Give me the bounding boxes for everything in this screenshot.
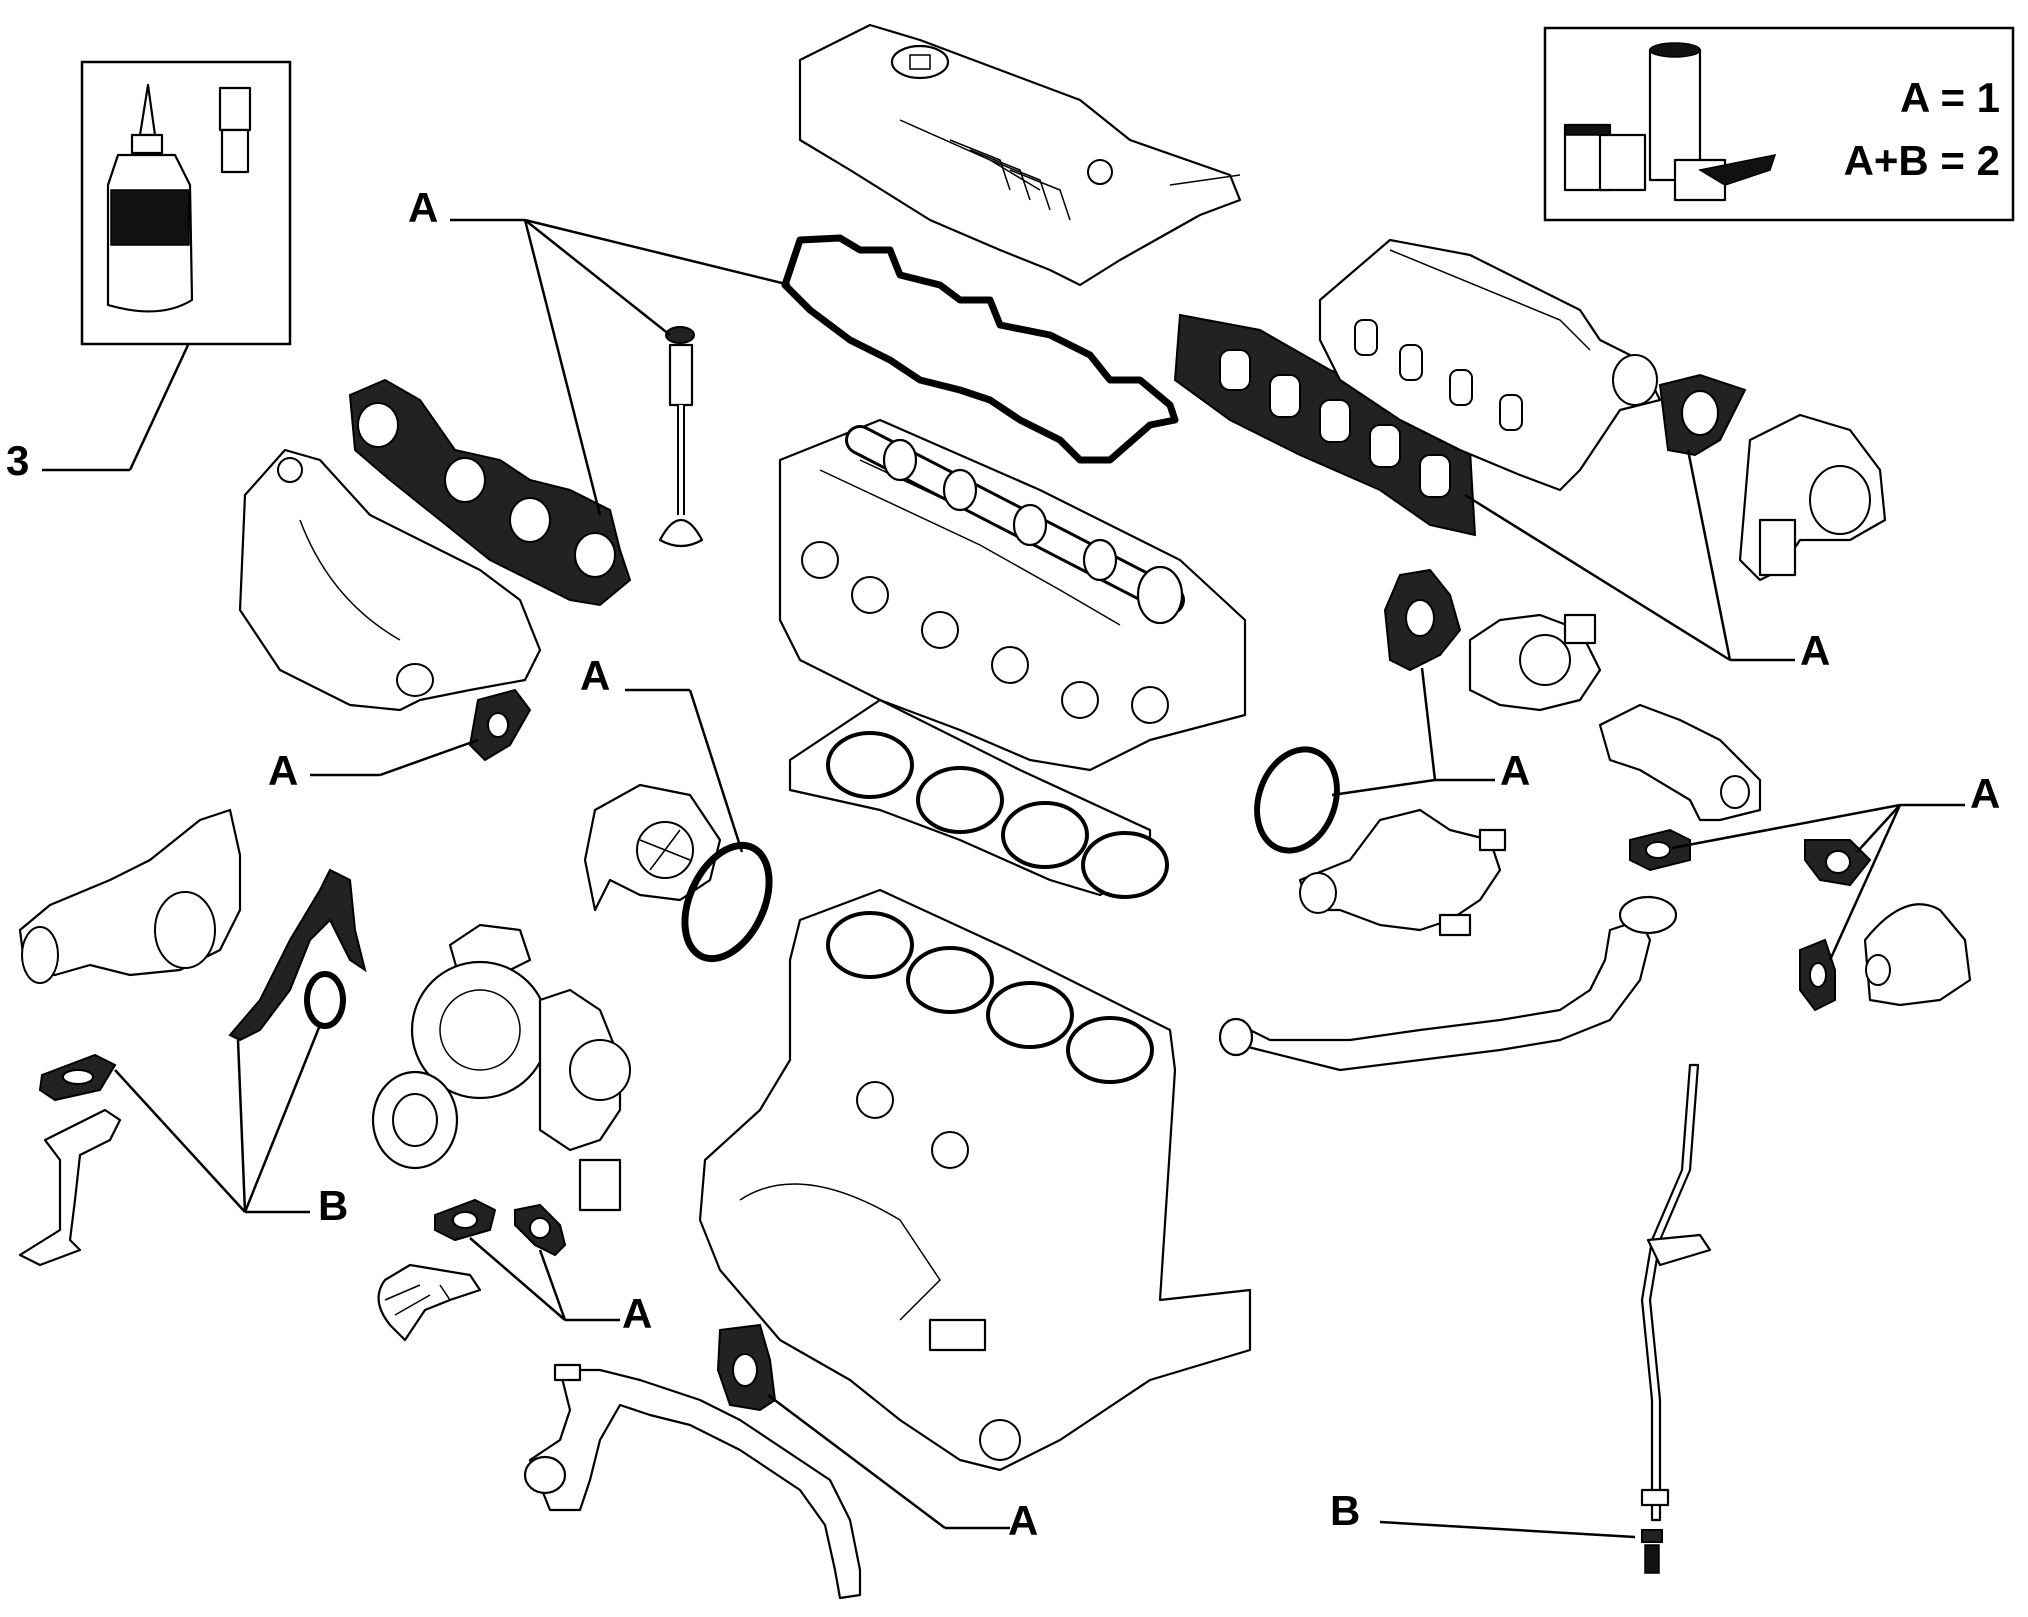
oil-pump-cover <box>18 808 242 984</box>
callout-sealant: 3 <box>6 437 29 484</box>
gasket-kit-icon <box>1563 42 1777 202</box>
egr-valve <box>1598 703 1762 822</box>
sealant-box: 3 <box>6 60 292 484</box>
legend-box: A = 1 A+B = 2 <box>1543 26 2015 222</box>
engine-block <box>698 888 1252 1472</box>
coolant-pipe <box>523 1363 862 1600</box>
callout-a-waterpump: A <box>580 652 610 699</box>
oil-pump-gasket <box>228 868 367 1042</box>
callout-b-left: B <box>318 1182 348 1229</box>
intake-manifold-gasket <box>1173 313 1477 537</box>
oil-dipstick-tube <box>1640 1063 1712 1522</box>
cylinder-head <box>778 418 1247 772</box>
thermostat-housing <box>1298 808 1507 937</box>
dipstick-plug <box>1641 1529 1663 1574</box>
rocker-cover <box>798 23 1242 287</box>
vacuum-pump <box>1468 613 1602 712</box>
callout-a-intake: A <box>1800 627 1830 674</box>
leader-lines <box>114 218 1965 1539</box>
callout-a-turbo: A <box>622 1290 652 1337</box>
egr-elbow <box>1863 903 1972 1007</box>
legend-line-1: A = 1 <box>1900 74 2000 121</box>
water-pump-o-ring <box>681 841 773 963</box>
egr-cooler-pipe <box>1218 895 1678 1072</box>
exhaust-manifold-gasket <box>348 378 632 607</box>
callout-a-top: A <box>408 184 438 231</box>
rocker-cover-gasket <box>781 234 1179 464</box>
callout-a-pipe: A <box>1008 1497 1038 1544</box>
legend-line-2: A+B = 2 <box>1844 137 2000 184</box>
callout-a-egr: A <box>1970 770 2000 817</box>
crankshaft-seal <box>304 971 346 1029</box>
head-gasket <box>788 698 1169 899</box>
sealant-bottle-icon <box>106 83 252 313</box>
callout-labels: A A A A A A B A A B <box>268 184 2000 1544</box>
oil-pickup <box>18 1108 122 1267</box>
exhaust-manifold <box>238 448 542 712</box>
thermostat-o-ring <box>1254 746 1340 854</box>
camshaft <box>845 425 1185 625</box>
oil-return-hose <box>377 1263 482 1342</box>
water-pump <box>583 783 722 912</box>
turbocharger <box>371 923 631 1212</box>
callout-b-dipstick: B <box>1330 1487 1360 1534</box>
callout-a-exhaust: A <box>268 747 298 794</box>
callout-a-thermostat: A <box>1500 747 1530 794</box>
intake-manifold <box>1318 238 1662 492</box>
throttle-body <box>1738 413 1887 582</box>
valve-stem-seal <box>658 326 704 548</box>
